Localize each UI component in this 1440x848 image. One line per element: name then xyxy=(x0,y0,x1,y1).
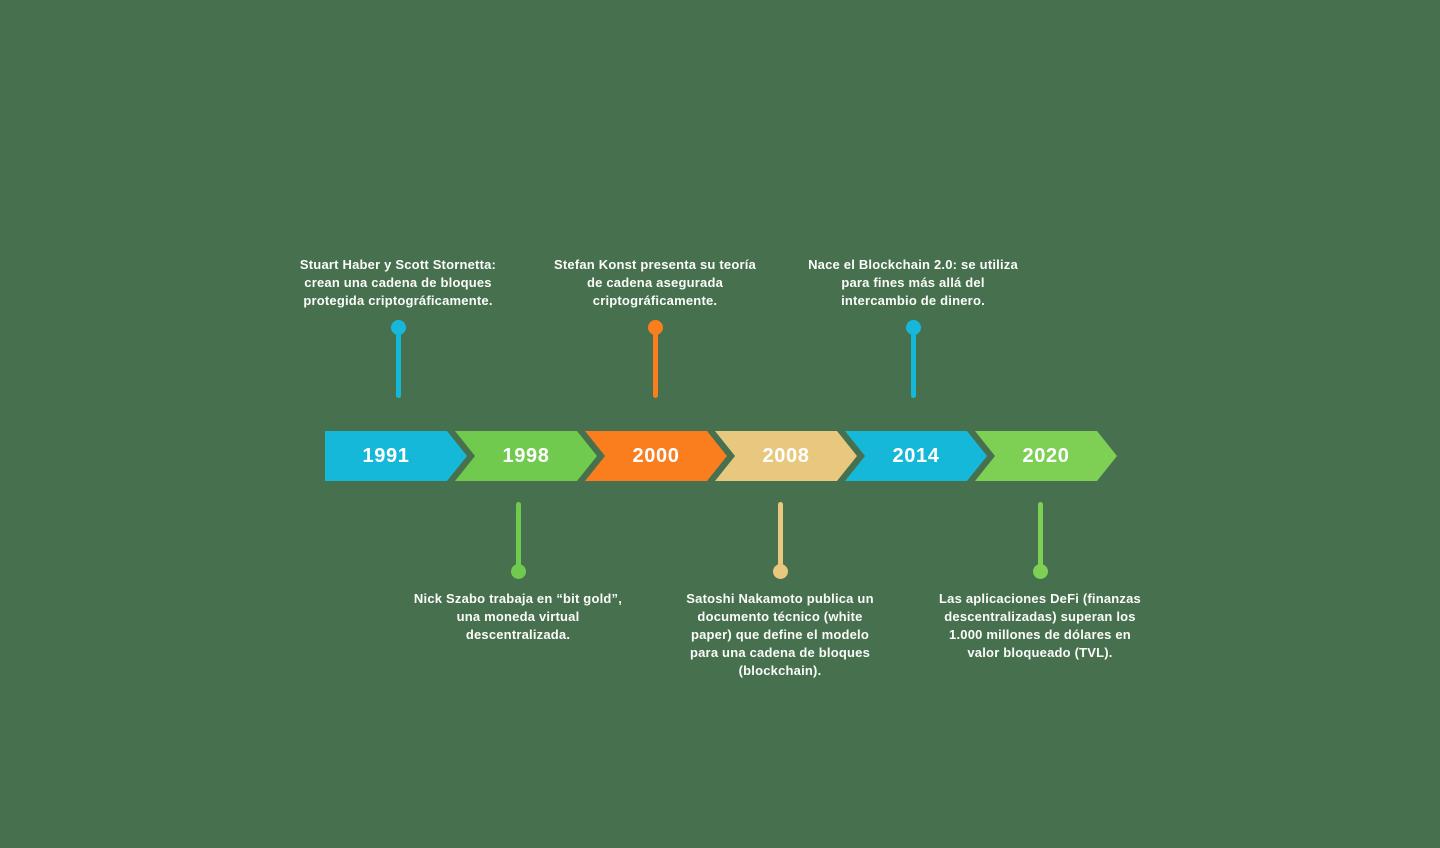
connector-dot-1998 xyxy=(510,564,526,579)
text-line: protegida criptográficamente. xyxy=(303,293,493,308)
timeline-bar: 1991 1998 2000 2008 2014 2020 xyxy=(325,431,1115,481)
connector-dot-2008 xyxy=(772,564,788,579)
connector-line-2020 xyxy=(1037,502,1043,571)
text-line: Stefan Konst presenta su teoría xyxy=(554,257,756,272)
event-description-2014: Nace el Blockchain 2.0: se utiliza para … xyxy=(773,256,1053,310)
timeline-arrow-2020: 2020 xyxy=(975,431,1117,481)
year-label-2008: 2008 xyxy=(762,444,810,467)
connector-dot-2014 xyxy=(905,320,921,335)
event-description-1991: Stuart Haber y Scott Stornetta: crean un… xyxy=(258,256,538,310)
event-description-2020: Las aplicaciones DeFi (finanzas descentr… xyxy=(900,590,1180,662)
connector-dot-2020 xyxy=(1032,564,1048,579)
connector-line-2014 xyxy=(910,327,916,398)
year-label-2000: 2000 xyxy=(632,444,680,467)
text-line: crean una cadena de bloques xyxy=(304,275,492,290)
year-label-2020: 2020 xyxy=(1022,444,1070,467)
text-line: criptográficamente. xyxy=(592,293,718,308)
text-line: descentralizada. xyxy=(465,627,571,642)
event-description-2008: Satoshi Nakamoto publica un documento té… xyxy=(640,590,920,680)
text-line: Las aplicaciones DeFi (finanzas xyxy=(939,591,1141,606)
text-line: 1.000 millones de dólares en xyxy=(949,627,1131,642)
connector-line-1991 xyxy=(395,327,401,398)
timeline-arrow-2000: 2000 xyxy=(585,431,727,481)
text-line: Stuart Haber y Scott Stornetta: xyxy=(299,257,497,272)
text-line: una moneda virtual xyxy=(456,609,580,624)
text-line: para una cadena de bloques xyxy=(689,645,871,660)
year-label-1991: 1991 xyxy=(362,444,410,467)
connector-line-2000 xyxy=(652,327,658,398)
text-line: (blockchain). xyxy=(738,663,822,678)
connector-dot-1991 xyxy=(390,320,406,335)
timeline-arrow-1998: 1998 xyxy=(455,431,597,481)
text-line: de cadena asegurada xyxy=(586,275,724,290)
timeline-arrow-2014: 2014 xyxy=(845,431,987,481)
timeline-arrow-1991: 1991 xyxy=(325,431,467,481)
event-description-1998: Nick Szabo trabaja en “bit gold”, una mo… xyxy=(378,590,658,644)
text-line: Nick Szabo trabaja en “bit gold”, xyxy=(413,591,623,606)
connector-dot-2000 xyxy=(647,320,663,335)
year-label-1998: 1998 xyxy=(502,444,550,467)
text-line: descentralizadas) superan los xyxy=(944,609,1136,624)
timeline-arrow-2008: 2008 xyxy=(715,431,857,481)
text-line: Satoshi Nakamoto publica un xyxy=(686,591,874,606)
connector-line-2008 xyxy=(777,502,783,571)
text-line: documento técnico (white xyxy=(697,609,863,624)
text-line: intercambio de dinero. xyxy=(841,293,985,308)
text-line: valor bloqueado (TVL). xyxy=(967,645,1113,660)
year-label-2014: 2014 xyxy=(892,444,940,467)
connector-line-1998 xyxy=(515,502,521,571)
text-line: Nace el Blockchain 2.0: se utiliza xyxy=(808,257,1018,272)
text-line: paper) que define el modelo xyxy=(690,627,870,642)
event-description-2000: Stefan Konst presenta su teoría de caden… xyxy=(515,256,795,310)
text-line: para fines más allá del xyxy=(841,275,985,290)
